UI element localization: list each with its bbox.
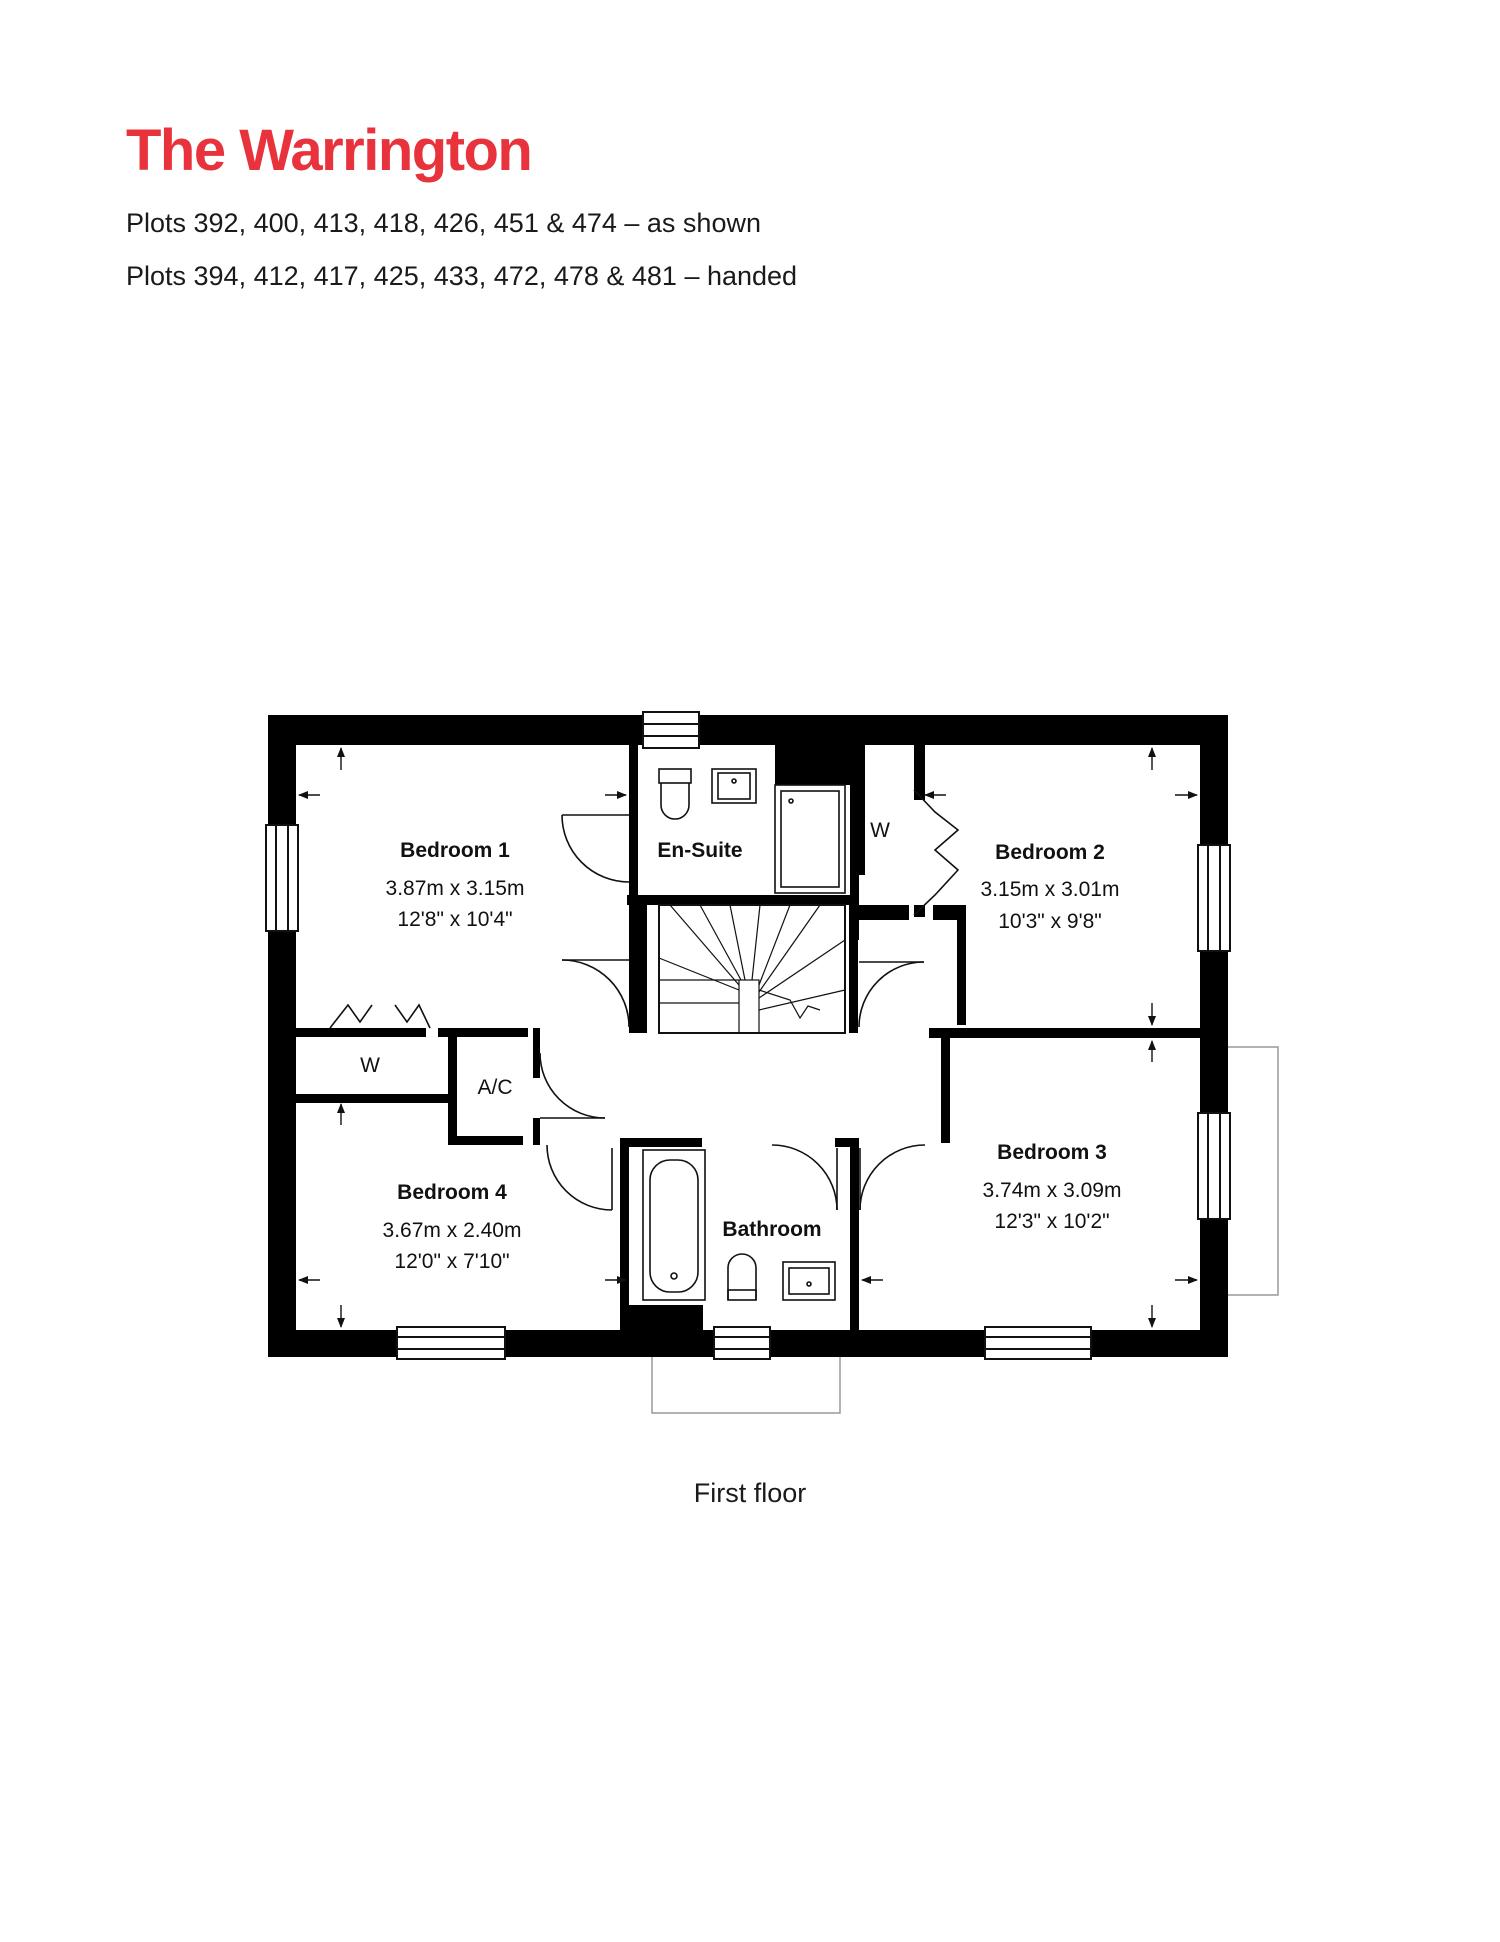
bedroom4-name: Bedroom 4 (397, 1181, 507, 1204)
plots-handed: Plots 394, 412, 417, 425, 433, 472, 478 … (126, 261, 798, 291)
dimension-arrows (298, 747, 1198, 1328)
bedroom4-imperial: 12'0" x 7'10" (394, 1250, 509, 1273)
bedroom1-metric: 3.87m x 3.15m (386, 877, 525, 900)
staircase (658, 904, 846, 1034)
floor-caption: First floor (693, 1478, 807, 1508)
bedroom1-imperial: 12'8" x 10'4" (397, 908, 512, 931)
bedroom1-name: Bedroom 1 (400, 839, 510, 862)
bedroom3-name: Bedroom 3 (997, 1141, 1107, 1164)
page-title: The Warrington (126, 118, 533, 183)
bedroom4-metric: 3.67m x 2.40m (383, 1219, 522, 1242)
bathroom-name: Bathroom (722, 1218, 821, 1241)
external-outlines (651, 1046, 1279, 1414)
bedroom3-imperial: 12'3" x 10'2" (994, 1210, 1109, 1233)
bedroom2-metric: 3.15m x 3.01m (981, 878, 1120, 901)
bedroom2-name: Bedroom 2 (995, 841, 1105, 864)
bedroom3-metric: 3.74m x 3.09m (983, 1179, 1122, 1202)
windows (265, 711, 1231, 1360)
wardrobe-bedroom2-label: W (870, 819, 890, 842)
inner-walls (296, 745, 1200, 1330)
sanitaryware (642, 768, 846, 1301)
plots-as-shown: Plots 392, 400, 413, 418, 426, 451 & 474… (126, 208, 761, 238)
airing-cupboard-label: A/C (477, 1076, 512, 1099)
bedroom2-imperial: 10'3" x 9'8" (998, 910, 1102, 933)
ensuite-name: En-Suite (657, 839, 742, 862)
doors (329, 789, 960, 1211)
wardrobe-bedroom1-label: W (360, 1054, 380, 1077)
